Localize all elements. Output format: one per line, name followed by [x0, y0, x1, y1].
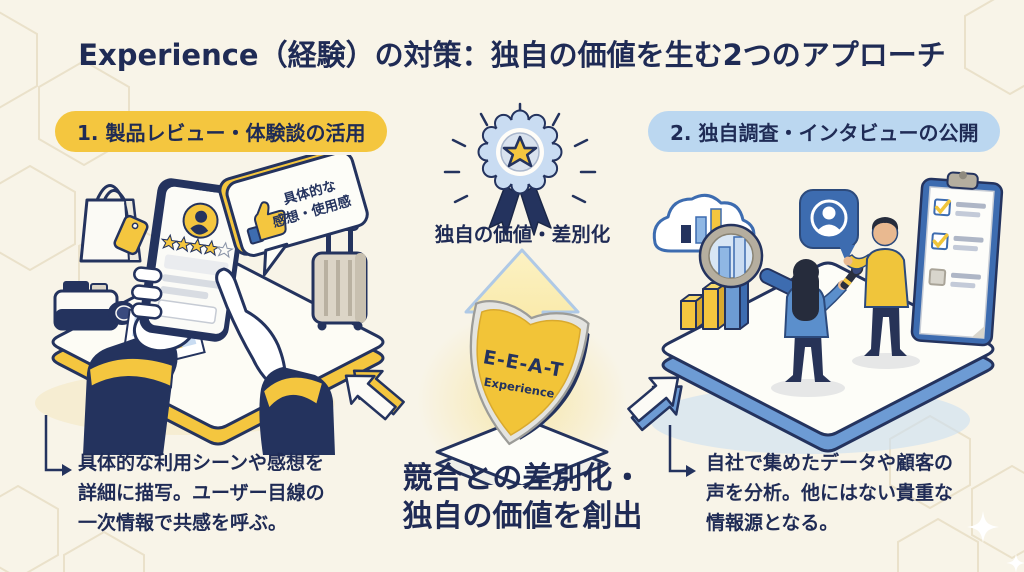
- conclusion-text: 競合との差別化・ 独自の価値を創出: [330, 460, 715, 536]
- center-illustration: E-E-A-T Experience: [417, 102, 627, 485]
- page-title: Experience（経験）の対策：独自の価値を生む2つのアプローチ: [78, 38, 946, 72]
- interviewee-figure: [843, 217, 920, 369]
- conclusion-line-1: 競合との差別化・: [402, 461, 643, 496]
- left-description-line-1: 具体的な利用シーンや感想を: [78, 452, 325, 474]
- right-description: 自社で集めたデータや顧客の 声を分析。他にはない貴重な 情報源となる。: [706, 448, 953, 538]
- medal-caption: 独自の価値・差別化: [434, 223, 611, 246]
- conclusion-line-2: 独自の価値を創出: [402, 499, 643, 534]
- left-connector-arrow: [44, 415, 72, 476]
- sparkle-icon: [967, 511, 1024, 572]
- research-interview-illustration: [627, 171, 1004, 454]
- avatar-bubble-icon: [799, 189, 859, 262]
- smartphone-review-icon: [139, 178, 247, 342]
- right-description-line-1: 自社で集めたデータや顧客の: [706, 452, 954, 474]
- product-review-illustration: 具体的な 感想・使用感: [35, 155, 405, 455]
- left-description-line-2: 詳細に描写。ユーザー目線の: [78, 482, 325, 504]
- interviewer-figure: [771, 259, 864, 397]
- left-description: 具体的な利用シーンや感想を 詳細に描写。ユーザー目線の 一次情報で共感を呼ぶ。: [78, 448, 325, 538]
- camera-icon: [53, 281, 136, 331]
- right-hand: [215, 267, 335, 455]
- arrow-3d-right-icon: [627, 376, 683, 432]
- medal-icon: [443, 102, 597, 236]
- eeat-shield-icon: E-E-A-T Experience: [469, 300, 590, 446]
- right-description-line-2: 声を分析。他にはない貴重な: [706, 482, 954, 504]
- clipboard-checklist-icon: [910, 171, 1004, 347]
- left-hand-fingers: [131, 266, 163, 320]
- center-platform: [435, 416, 609, 485]
- thumbs-up-icon: [246, 201, 287, 245]
- right-section-badge: 2. 独自調査・インタビューの公開: [648, 111, 1001, 152]
- arrow-3d-left-icon: [344, 369, 405, 421]
- shopping-bag-icon: [79, 184, 149, 263]
- star-rating: [160, 233, 234, 259]
- right-connector-arrow: [668, 425, 696, 477]
- left-description-line-3: 一次情報で共感を呼ぶ。: [78, 512, 288, 534]
- review-speech-bubble: 具体的な 感想・使用感: [218, 155, 369, 277]
- right-description-line-3: 情報源となる。: [706, 512, 839, 534]
- left-section-badge: 1. 製品レビュー・体験談の活用: [55, 111, 388, 152]
